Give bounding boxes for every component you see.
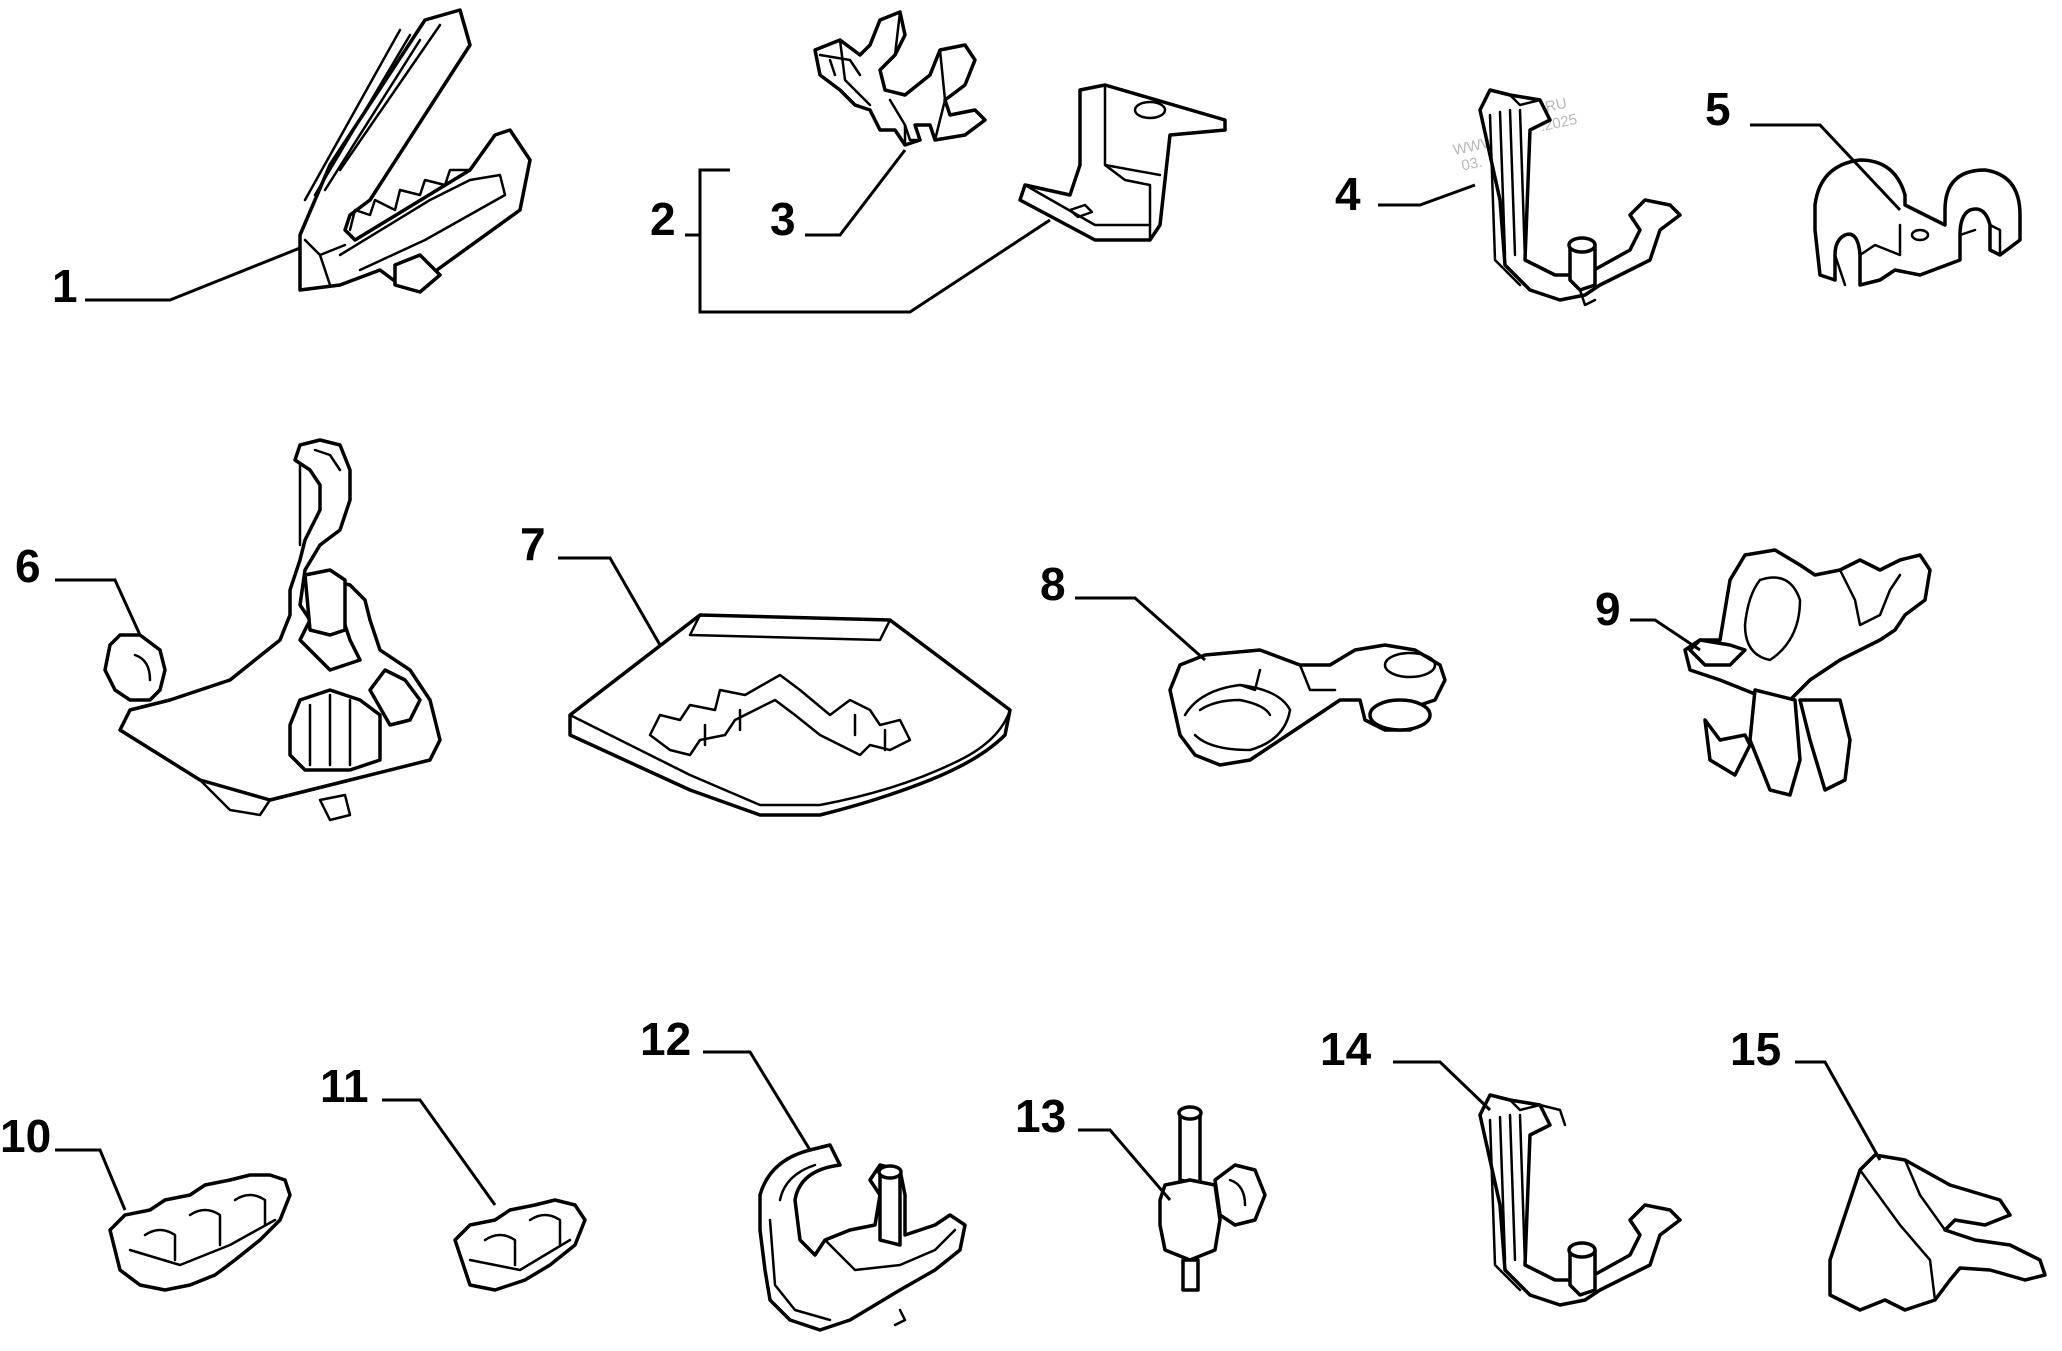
callout-13: 13 — [1015, 1090, 1172, 1201]
callout-5-number: 5 — [1705, 83, 1731, 135]
part-14 — [1478, 1093, 1682, 1307]
callout-1-number: 1 — [52, 260, 78, 312]
callout-10-number: 10 — [0, 1110, 51, 1162]
part-4 — [1478, 88, 1682, 307]
callout-14-number: 14 — [1320, 1023, 1372, 1075]
callout-13-number: 13 — [1015, 1090, 1066, 1142]
callout-12: 12 — [640, 1013, 812, 1151]
callout-11-number: 11 — [320, 1060, 369, 1112]
callout-15: 15 — [1730, 1023, 1882, 1161]
part-13 — [1158, 1105, 1267, 1292]
callout-4-number: 4 — [1335, 168, 1361, 220]
callout-5: 5 — [1705, 83, 1902, 212]
callout-7: 7 — [520, 518, 662, 646]
watermark-line3: 03. — [1460, 154, 1484, 175]
part-3 — [813, 10, 987, 147]
part-6 — [103, 438, 442, 822]
part-1 — [298, 8, 532, 294]
part-12 — [758, 1143, 967, 1332]
callout-8-number: 8 — [1040, 558, 1066, 610]
callout-3-number: 3 — [770, 193, 796, 245]
callout-7-number: 7 — [520, 518, 546, 570]
part-10 — [108, 1173, 292, 1292]
callout-8: 8 — [1040, 558, 1206, 662]
part-8 — [1168, 643, 1447, 767]
callout-2-number: 2 — [650, 193, 676, 245]
callout-6: 6 — [15, 540, 142, 636]
callout-4: 4 — [1335, 168, 1476, 220]
callout-6-number: 6 — [15, 540, 41, 592]
callout-9: 9 — [1595, 583, 1701, 652]
part-5 — [1813, 158, 2022, 287]
callout-15-number: 15 — [1730, 1023, 1781, 1075]
callout-10: 10 — [0, 1110, 127, 1211]
callout-1: 1 — [52, 246, 301, 312]
part-7 — [568, 613, 1012, 817]
callout-9-number: 9 — [1595, 583, 1621, 635]
part-15 — [1828, 1153, 2047, 1312]
callout-3: 3 — [770, 149, 907, 245]
part-2 — [1018, 83, 1227, 242]
callout-14: 14 — [1320, 1023, 1492, 1112]
callout-12-number: 12 — [640, 1013, 691, 1065]
part-11 — [453, 1198, 587, 1292]
part-9 — [1683, 548, 1932, 797]
callout-2: 2 — [650, 168, 1051, 314]
callout-11: 11 — [320, 1060, 497, 1206]
